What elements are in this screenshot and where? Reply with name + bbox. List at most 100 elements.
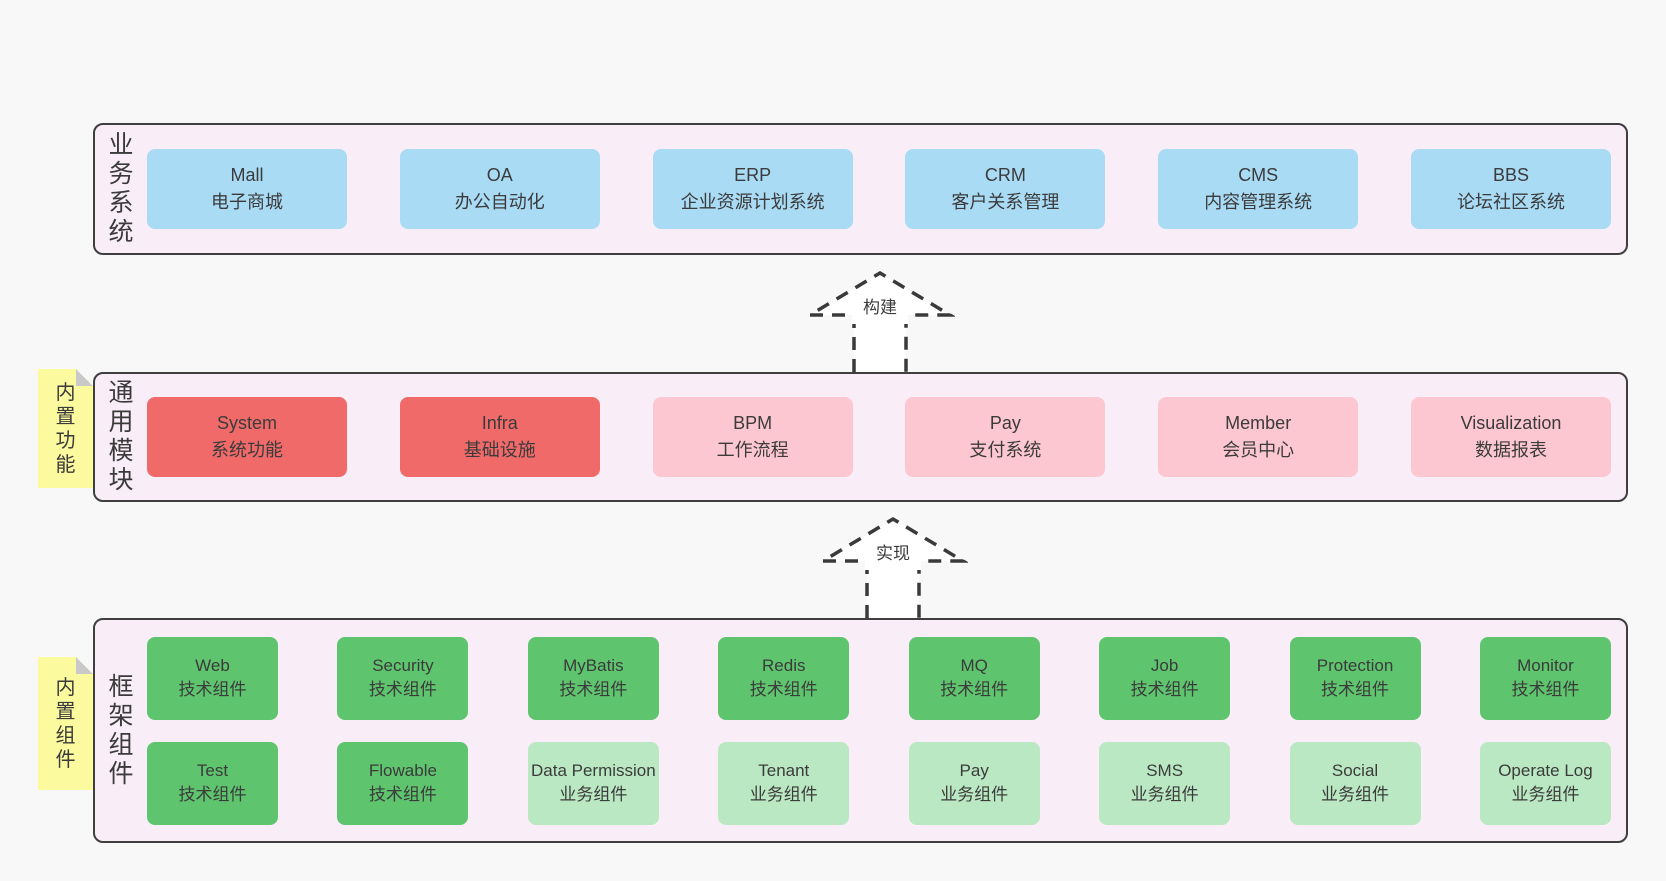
box-pay: Pay 支付系统 [905,397,1106,477]
box-subtitle: 技术组件 [1511,680,1580,699]
box-title: Test [196,761,229,780]
box-subtitle: 支付系统 [969,440,1042,460]
box-title: BBS [1492,165,1529,185]
box-title: Web [195,656,230,675]
note-text: 内置组件 [55,676,76,771]
arrow-build-label: 构建 [863,298,897,317]
box-subtitle: 技术组件 [749,680,818,699]
box-oa: OA 办公自动化 [399,149,600,229]
box-system: System 系统功能 [147,397,347,477]
box-subtitle: 内容管理系统 [1204,192,1313,212]
layer-label-modules: 通用模块 [95,374,147,500]
box-title: Mall [230,165,264,185]
arrow-implement: 实现 [818,516,968,618]
layer-label-components: 框架组件 [95,620,147,841]
box-title: System [216,413,277,433]
box-subtitle: 技术组件 [1130,680,1199,699]
box-title: MyBatis [563,656,624,675]
box-title: Monitor [1517,656,1574,675]
layer-label-business: 业务系统 [95,125,147,253]
box-bpm: BPM 工作流程 [652,397,853,477]
box-title: Social [1331,761,1379,780]
box-pay: Pay 业务组件 [908,741,1040,825]
box-subtitle: 业务组件 [1511,785,1580,804]
box-title: CMS [1238,165,1279,185]
box-title: Infra [481,413,518,433]
box-infra: Infra 基础设施 [399,397,600,477]
box-subtitle: 业务组件 [559,785,628,804]
box-operate-log: Operate Log 业务组件 [1479,741,1611,825]
box-subtitle: 办公自动化 [454,192,545,212]
layer-label-text: 框架组件 [108,672,134,788]
box-mybatis: MyBatis 技术组件 [527,636,659,720]
box-visualization: Visualization 数据报表 [1410,397,1611,477]
box-job: Job 技术组件 [1099,636,1231,720]
box-subtitle: 基础设施 [463,440,536,460]
box-subtitle: 技术组件 [368,680,437,699]
box-title: Protection [1316,656,1394,675]
box-title: BPM [733,413,773,433]
box-subtitle: 系统功能 [211,440,283,460]
box-subtitle: 论坛社区系统 [1456,192,1565,212]
box-protection: Protection 技术组件 [1289,636,1421,720]
folded-corner-icon [76,369,93,386]
box-subtitle: 技术组件 [1321,680,1390,699]
note-text: 内置功能 [55,381,76,476]
box-title: Job [1150,656,1179,675]
box-sms: SMS 业务组件 [1099,741,1231,825]
box-title: Operate Log [1498,761,1593,780]
layer-label-text: 业务系统 [108,131,134,246]
box-subtitle: 业务组件 [1321,785,1390,804]
box-subtitle: 企业资源计划系统 [680,192,825,212]
box-title: Redis [762,656,806,675]
box-flowable: Flowable 技术组件 [337,741,469,825]
box-subtitle: 会员中心 [1222,440,1295,460]
layer-common-modules: 通用模块 System 系统功能 Infra 基础设施 BPM 工作流程 Pay 支付系统 Me… [93,372,1628,502]
layer-label-text: 通用模块 [108,379,134,494]
box-title: Flowable [368,761,437,780]
box-title: Visualization [1460,413,1562,433]
box-title: CRM [984,165,1026,185]
arrow-build-label-bg [852,294,908,324]
box-social: Social 业务组件 [1289,741,1421,825]
box-cms: CMS 内容管理系统 [1158,149,1359,229]
box-subtitle: 数据报表 [1474,440,1547,460]
box-title: OA [486,165,513,185]
folded-corner-icon [76,657,93,674]
arrow-build: 构建 [805,270,955,372]
box-crm: CRM 客户关系管理 [905,149,1106,229]
box-title: Security [372,656,434,675]
box-monitor: Monitor 技术组件 [1479,636,1611,720]
box-title: Member [1225,413,1292,433]
modules-boxes-row: System 系统功能 Infra 基础设施 BPM 工作流程 Pay 支付系统 Member 会… [147,374,1611,500]
box-subtitle: 技术组件 [368,785,437,804]
box-title: SMS [1146,761,1184,780]
box-subtitle: 业务组件 [1130,785,1199,804]
note-builtin-components: 内置组件 [38,657,93,790]
note-builtin-features: 内置功能 [38,369,93,488]
box-security: Security 技术组件 [337,636,469,720]
box-subtitle: 业务组件 [940,785,1009,804]
box-title: MQ [960,656,988,675]
box-subtitle: 技术组件 [559,680,628,699]
box-bbs: BBS 论坛社区系统 [1410,149,1611,229]
box-redis: Redis 技术组件 [718,636,850,720]
box-member: Member 会员中心 [1158,397,1359,477]
box-subtitle: 客户关系管理 [951,192,1060,212]
box-title: Pay [989,413,1021,433]
box-title: Pay [959,761,989,780]
box-subtitle: 工作流程 [716,440,789,460]
box-title: ERP [734,165,772,185]
